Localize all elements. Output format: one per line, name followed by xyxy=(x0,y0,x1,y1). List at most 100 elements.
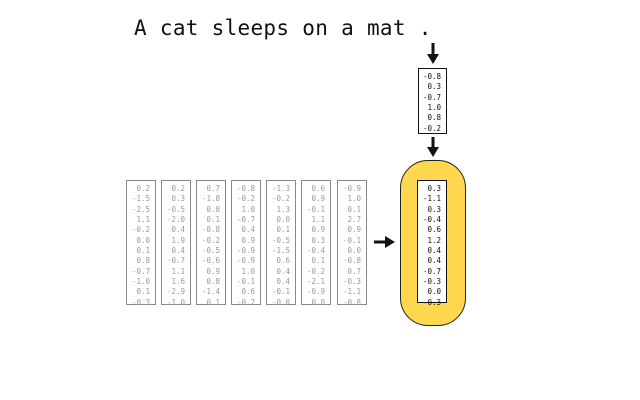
vector-value: -0.9 xyxy=(342,184,361,193)
output-vector-value: -0.3 xyxy=(422,277,441,287)
vector-value: -2.1 xyxy=(306,277,325,287)
vector-value: -0.2 xyxy=(306,266,325,276)
vector-value: -0.9 xyxy=(236,256,255,266)
vector-value: -2.5 xyxy=(131,204,150,214)
vector-value: -0.1 xyxy=(236,277,255,287)
vector-value: 0.0 xyxy=(136,235,150,245)
vector-value: -0.2 xyxy=(271,194,290,204)
vector-value: 1.1 xyxy=(136,215,150,225)
vector-value: 0.3 xyxy=(311,235,325,245)
vector-value: 0.9 xyxy=(206,266,220,276)
vector-value: 0.1 xyxy=(206,297,220,307)
arrow-vectors-to-output xyxy=(374,236,395,248)
vector-value: 1.1 xyxy=(311,215,325,225)
vector-value: -0.8 xyxy=(236,184,255,193)
vector-value: -0.9 xyxy=(306,287,325,297)
output-vector-value: -1.1 xyxy=(422,194,441,204)
vector-value: 0.4 xyxy=(241,225,255,235)
vector-value: 0.8 xyxy=(206,277,220,287)
vector-value: 0.0 xyxy=(276,215,290,225)
input-sentence: A cat sleeps on a mat . xyxy=(134,16,432,40)
vector-value: 1.9 xyxy=(171,235,185,245)
vector-value: 0.6 xyxy=(241,287,255,297)
vector-value: 0.1 xyxy=(311,256,325,266)
vector-value: 0.4 xyxy=(276,277,290,287)
vector-value: -0.4 xyxy=(306,246,325,256)
output-vector-value: -0.4 xyxy=(422,215,441,225)
vector-value: 0.4 xyxy=(171,246,185,256)
vector-value: -1.5 xyxy=(131,194,150,204)
output-vector-value: -0.7 xyxy=(422,266,441,276)
vector-value: -0.5 xyxy=(271,235,290,245)
vector-value: 0.1 xyxy=(276,225,290,235)
vector-value: -0.7 xyxy=(166,256,185,266)
vector-value: 0.9 xyxy=(311,225,325,235)
period-vector-value: -0.7 xyxy=(422,92,441,102)
vector-value: -0.5 xyxy=(166,204,185,214)
vector-value: -0.1 xyxy=(342,235,361,245)
vector-value: -0.2 xyxy=(236,194,255,204)
vector-value: -1.4 xyxy=(201,287,220,297)
vector-value: -0.7 xyxy=(236,215,255,225)
vector-value: 0.3 xyxy=(171,194,185,204)
vector-value: -0.3 xyxy=(342,277,361,287)
output-vector-value: 1.2 xyxy=(427,235,441,245)
vector-value: 0.1 xyxy=(136,246,150,256)
period-vector-value: 1.0 xyxy=(427,103,441,113)
vector-value: -2.9 xyxy=(166,287,185,297)
vector-value: 0.2 xyxy=(136,184,150,193)
vector-value: 0.4 xyxy=(276,266,290,276)
output-vector-value: -0.3 xyxy=(422,297,441,307)
vector-value: 0.0 xyxy=(311,297,325,307)
vector-value: -1.5 xyxy=(271,246,290,256)
vector-value: 0.1 xyxy=(347,204,361,214)
vector-value: -0.9 xyxy=(236,246,255,256)
vector-value: -0.2 xyxy=(201,235,220,245)
vector-value: -2.0 xyxy=(166,215,185,225)
vector-value: -1.1 xyxy=(342,287,361,297)
period-vector-value: -0.8 xyxy=(422,72,441,81)
vector-value: -0.7 xyxy=(236,297,255,307)
output-vector-value: 0.4 xyxy=(427,246,441,256)
vector-value: 0.1 xyxy=(206,215,220,225)
vector-value: -0.8 xyxy=(342,256,361,266)
vector-value: -0.2 xyxy=(131,225,150,235)
vector-value: 1.0 xyxy=(241,204,255,214)
vector-value: -0.5 xyxy=(201,246,220,256)
vector-value: -1.0 xyxy=(131,277,150,287)
vector-value: -0.8 xyxy=(201,225,220,235)
vector-value: 0.6 xyxy=(276,256,290,266)
vector-value: 0.9 xyxy=(347,225,361,235)
vector-value: -0.1 xyxy=(306,204,325,214)
output-vector-value: 0.4 xyxy=(427,256,441,266)
vector-value: -0.0 xyxy=(271,297,290,307)
output-vector-value: 0.6 xyxy=(427,225,441,235)
vector-value: 1.0 xyxy=(241,266,255,276)
vector-value: 0.4 xyxy=(171,225,185,235)
vector-value: 0.7 xyxy=(206,184,220,193)
vector-value: -0.7 xyxy=(131,266,150,276)
vector-value: 1.3 xyxy=(276,204,290,214)
vector-value: -0.3 xyxy=(131,297,150,307)
period-vector-value: -0.2 xyxy=(422,123,441,133)
vector-value: 2.7 xyxy=(347,215,361,225)
output-vector-value: 0.3 xyxy=(427,204,441,214)
vector-value: 0.8 xyxy=(136,256,150,266)
period-vector-value: 0.8 xyxy=(427,113,441,123)
vector-value: -0.6 xyxy=(201,256,220,266)
vector-value: 1.6 xyxy=(171,277,185,287)
arrow-sentence-to-period xyxy=(427,43,439,64)
vector-value: 0.2 xyxy=(171,184,185,193)
vector-value: -1.8 xyxy=(201,194,220,204)
output-vector-value: 0.3 xyxy=(427,184,441,193)
vector-value: 1.0 xyxy=(347,194,361,204)
vector-value: -1.3 xyxy=(271,184,290,193)
